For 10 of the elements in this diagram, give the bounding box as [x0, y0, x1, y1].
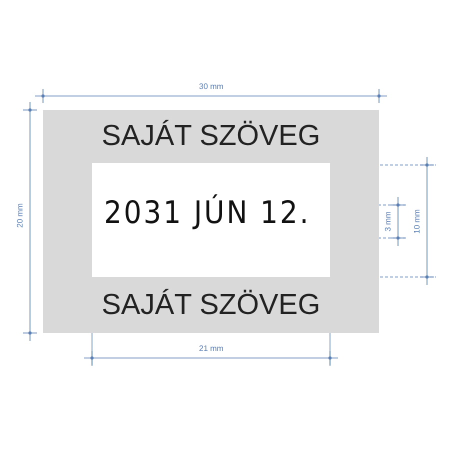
custom-text: SAJÁT SZÖVEG	[100, 120, 322, 153]
custom-text: SAJÁT SZÖVEG	[100, 289, 322, 322]
date-text: 2031 JÚN 12.	[104, 196, 311, 231]
dimension-label: 21 mm	[199, 344, 224, 352]
dimension-label: 10 mm	[412, 208, 422, 234]
date-window	[92, 163, 330, 277]
dimension-label: 20 mm	[16, 202, 25, 228]
dimension-label: 30 mm	[199, 82, 224, 90]
stamp-plate	[43, 110, 379, 333]
dimension-label: 3 mm	[384, 211, 392, 231]
